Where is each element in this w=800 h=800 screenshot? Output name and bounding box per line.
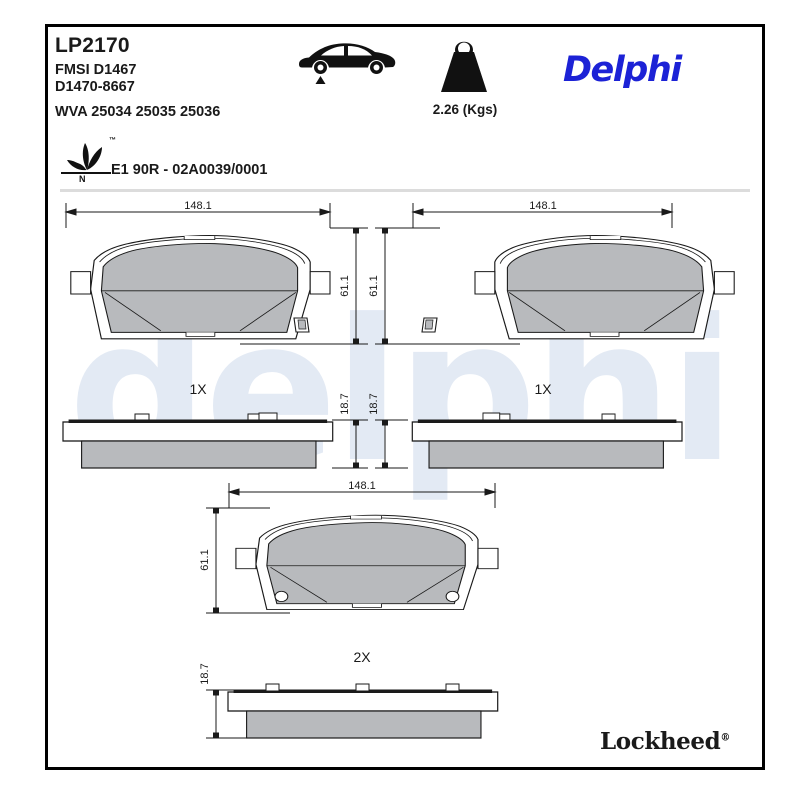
dim-label-thickness-top-left: 18.7 (339, 393, 351, 414)
part-number: LP2170 (55, 34, 130, 57)
lockheed-wordmark: Lockheed (600, 728, 721, 755)
dim-label-width-top-left: 148.1 (184, 200, 212, 212)
weight-kettlebell-icon (425, 30, 503, 96)
lockheed-logo: Lockheed® (600, 728, 730, 755)
side-view-top-left (62, 412, 334, 469)
wear-sensor-top-right (421, 317, 438, 333)
dimension-height-top-left (240, 227, 368, 345)
wva-code: WVA 25034 25035 25036 (55, 104, 221, 120)
weight-value: 2.26 (Kgs) (432, 102, 498, 117)
dim-label-thickness-bottom: 18.7 (199, 663, 211, 684)
dim-label-height-top-right: 61.1 (368, 275, 380, 296)
fmsi-code-line-2: D1470-8667 (55, 79, 135, 95)
dimension-thickness-top-left (332, 419, 368, 469)
quantity-label-bottom: 2X (353, 649, 371, 665)
quantity-label-top-right: 1X (534, 381, 552, 397)
sheet-border (45, 24, 765, 770)
dim-label-height-bottom: 61.1 (199, 549, 211, 570)
eco-trademark-mark: ™ (109, 137, 116, 144)
dimension-thickness-top-right (375, 419, 408, 469)
side-view-top-right (411, 412, 683, 469)
dimension-width-bottom (227, 483, 497, 508)
eco-leaf-icon: ™ N (61, 136, 117, 188)
drawing-pad-top-right: 148.1 61.1 1X (368, 200, 735, 469)
dim-label-thickness-top-right: 18.7 (368, 393, 380, 414)
header-separator (60, 189, 750, 192)
dim-label-height-top-left: 61.1 (339, 275, 351, 296)
header-block: LP2170 FMSI D1467 D1470-8667 WVA 25034 2… (55, 28, 755, 188)
front-axle-triangle-icon (315, 76, 326, 84)
quantity-label-top-left: 1X (189, 381, 207, 397)
wear-sensor-top-left (293, 317, 310, 333)
dim-label-width-top-right: 148.1 (529, 200, 557, 212)
car-side-icon (293, 34, 401, 86)
delphi-logo: Delphi (563, 50, 682, 90)
eco-underline (61, 172, 111, 174)
registered-trademark-icon: ® (720, 732, 730, 744)
drawing-pad-bottom-center: 148.1 61.1 2X (199, 480, 499, 739)
fmsi-code-line-1: FMSI D1467 (55, 62, 137, 78)
dimension-width-top-left (64, 203, 332, 228)
dim-label-width-bottom: 148.1 (348, 480, 376, 492)
drawing-pad-top-left: 148.1 61.1 1X (62, 200, 368, 469)
side-view-bottom (227, 683, 499, 739)
dimension-thickness-bottom (206, 689, 250, 739)
dimension-width-top-right (411, 203, 674, 228)
eco-mark-letter: N (79, 174, 86, 184)
ece-approval-number: E1 90R - 02A0039/0001 (111, 162, 268, 178)
dimension-height-bottom (206, 507, 290, 614)
dimension-height-top-right (375, 227, 520, 345)
